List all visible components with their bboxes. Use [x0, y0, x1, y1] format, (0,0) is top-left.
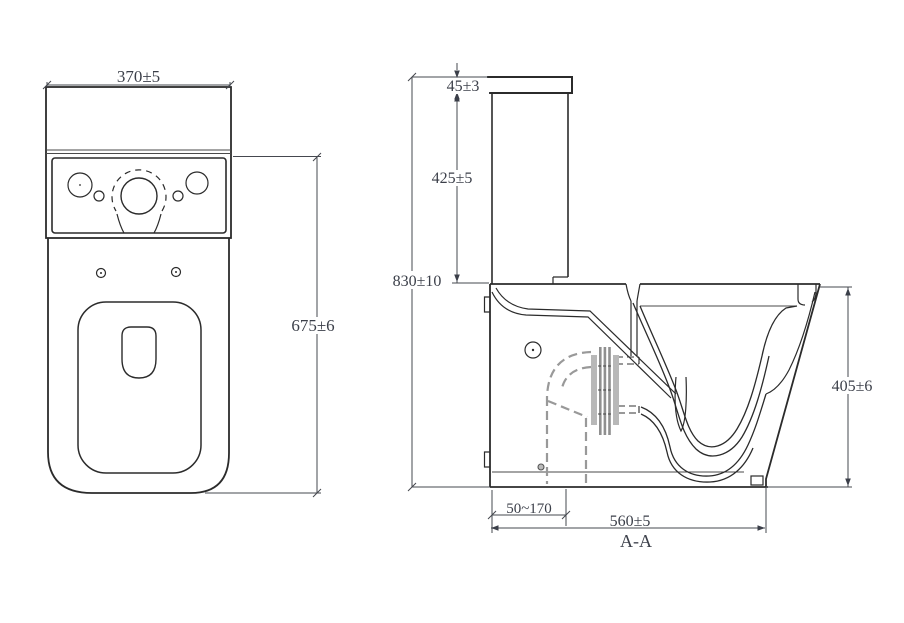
flush-button-panel: [51, 157, 227, 234]
dim-outlet-offset: [487, 489, 571, 526]
outlet-connector-fitting: [591, 347, 619, 435]
section-label: A-A: [620, 531, 652, 551]
seat-bolt-hole-right-icon: [170, 266, 182, 278]
bowl-rim-opening: [77, 301, 202, 474]
dim-tank-height: [452, 93, 489, 284]
front-view: [45, 86, 232, 494]
dim-front-height: [205, 152, 322, 498]
bowl-interior: [491, 283, 817, 483]
left-screw-hole-icon: [93, 190, 105, 202]
dim-front-width: [42, 80, 235, 90]
dim-depth: [491, 487, 767, 533]
right-knob-icon: [185, 171, 209, 195]
right-screw-hole-icon: [172, 190, 184, 202]
section-view: [483, 76, 821, 488]
water-inlet-shape: [121, 326, 157, 379]
drain-elbow-pipe: [545, 350, 592, 484]
tank-lid: [487, 76, 573, 94]
dim-front-width-label: 370±5: [117, 67, 160, 86]
flush-button: [111, 169, 167, 234]
dim-front-height-label: 675±6: [291, 316, 334, 335]
bowl-shell: [483, 283, 821, 488]
front-tank: [45, 86, 232, 239]
seat-bolt-hole-left-icon: [95, 267, 107, 279]
base-fixing-hole: [750, 475, 764, 486]
dim-lid-height-label: 45±3: [447, 78, 480, 95]
dim-tank-height-label: 425±5: [432, 170, 473, 187]
side-fixing-hole-icon: [524, 341, 542, 359]
dimensions: 370±5 675±6 45±3 425±5 830±10 405±6 50~1…: [42, 63, 882, 551]
dim-total-height-label: 830±10: [393, 273, 442, 290]
tank-body: [491, 93, 569, 284]
dim-depth-label: 560±5: [610, 513, 651, 530]
front-bowl: [47, 238, 230, 494]
floor-bolt-icon: [537, 463, 545, 471]
dim-bowl-height-label: 405±6: [832, 378, 873, 395]
dim-outlet-offset-label: 50~170: [506, 501, 552, 517]
left-knob-icon: [67, 172, 93, 198]
